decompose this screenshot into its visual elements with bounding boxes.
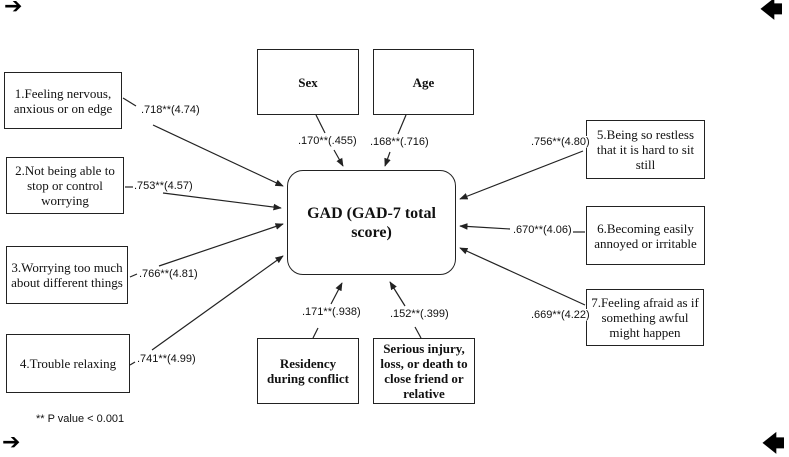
arrow-item4-stub — [129, 361, 136, 366]
node-age-label: Age — [412, 74, 435, 90]
left-arrow-icon: 🡄 — [760, 0, 783, 23]
arrow-sex — [333, 149, 344, 167]
arrow-item7 — [459, 247, 586, 306]
arrow-item3-stub — [129, 273, 138, 278]
arrow-residency — [330, 282, 343, 305]
arrow-item5 — [459, 150, 584, 200]
coef-injury: .152**(.399) — [389, 308, 450, 320]
node-item3-label: 3.Worrying too much about different thin… — [11, 260, 123, 290]
central-node-gad: GAD (GAD-7 total score) — [287, 170, 456, 275]
coef-item4: .741**(4.99) — [136, 353, 197, 365]
coef-item6: .670**(4.06) — [512, 224, 573, 236]
arrow-item2 — [162, 192, 282, 211]
node-sex: Sex — [257, 49, 359, 115]
arrow-age — [384, 151, 391, 167]
arrow-item6 — [459, 223, 511, 230]
node-item6: 6.Becoming easily annoyed or irritable — [586, 206, 705, 265]
arrow-sex-stub — [315, 114, 326, 134]
arrow-item1 — [152, 124, 284, 187]
node-item5-label: 5.Being so restless that it is hard to s… — [596, 127, 695, 172]
coef-item3: .766**(4.81) — [138, 268, 199, 280]
coef-sex: .170**(.455) — [297, 135, 358, 147]
arrow-item1-stub — [122, 97, 137, 107]
node-residency: Residency during conflict — [257, 338, 359, 404]
node-item1-label: 1.Feeling nervous, anxious or on edge — [13, 85, 113, 116]
right-arrow-icon: ➔ — [2, 430, 21, 455]
arrow-residency-stub — [312, 327, 319, 339]
arrow-age-stub — [397, 114, 407, 135]
footnote-p-value: ** P value < 0.001 — [36, 413, 125, 425]
arrow-injury — [389, 281, 406, 307]
node-injury: Serious injury, loss, or death to close … — [373, 338, 475, 404]
node-item3: 3.Worrying too much about different thin… — [6, 246, 128, 304]
left-arrow-icon: 🡄 — [762, 432, 785, 457]
coef-age: .168**(.716) — [369, 136, 430, 148]
coef-item1: .718**(4.74) — [140, 104, 201, 116]
coef-item7: .669**(4.22) — [530, 309, 591, 321]
node-item2-label: 2.Not being able to stop or control worr… — [15, 163, 115, 208]
coef-item5: .756**(4.80) — [530, 136, 591, 148]
node-sex-label: Sex — [298, 74, 318, 90]
coef-residency: .171**(.938) — [301, 306, 362, 318]
arrow-injury-stub — [414, 326, 422, 339]
node-item2: 2.Not being able to stop or control worr… — [6, 157, 124, 214]
node-item7: 7.Feeling afraid as if something awful m… — [586, 289, 704, 346]
node-age: Age — [373, 49, 474, 115]
node-item7-label: 7.Feeling afraid as if something awful m… — [591, 295, 699, 340]
node-item4: 4.Trouble relaxing — [6, 334, 130, 393]
coef-item2: .753**(4.57) — [133, 180, 194, 192]
node-item6-label: 6.Becoming easily annoyed or irritable — [594, 220, 697, 251]
right-arrow-icon: ➔ — [4, 0, 23, 19]
arrow-item3 — [158, 223, 284, 267]
node-injury-label: Serious injury, loss, or death to close … — [380, 341, 468, 401]
node-item5: 5.Being so restless that it is hard to s… — [586, 120, 705, 179]
node-residency-label: Residency during conflict — [267, 356, 349, 386]
node-item4-label: 4.Trouble relaxing — [19, 356, 117, 371]
central-node-label: GAD (GAD-7 total score) — [307, 204, 436, 241]
arrow-item4 — [151, 255, 284, 351]
node-item1: 1.Feeling nervous, anxious or on edge — [4, 72, 122, 129]
